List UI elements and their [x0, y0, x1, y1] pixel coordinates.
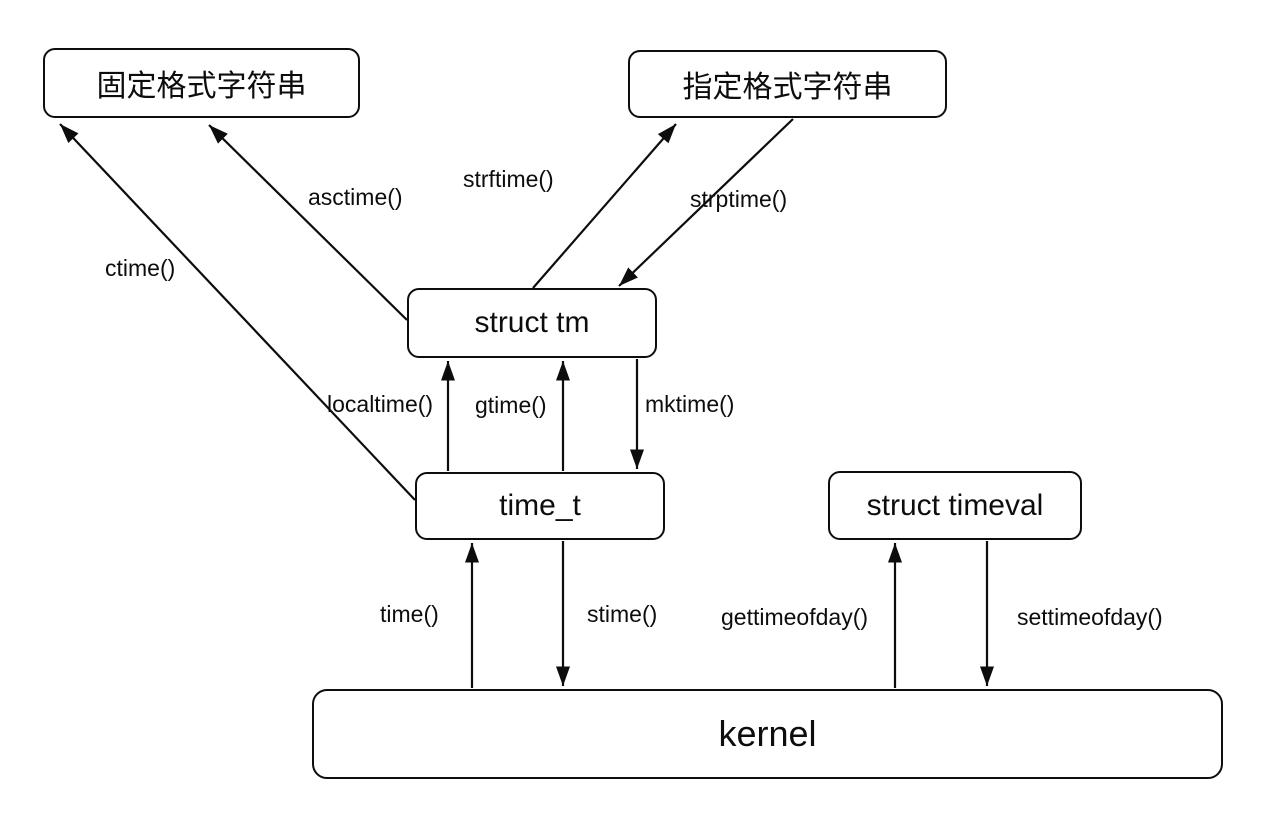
node-time-t: time_t [415, 472, 665, 540]
node-specified-format-string: 指定格式字符串 [628, 50, 947, 118]
node-fixed-format-string: 固定格式字符串 [43, 48, 360, 118]
edge-label-time: time() [380, 601, 439, 627]
arrow-strftime [532, 123, 677, 289]
node-label: 固定格式字符串 [96, 70, 307, 103]
node-label: time_t [499, 489, 581, 522]
edge-label-gtime: gtime() [475, 392, 547, 418]
node-label: struct timeval [866, 488, 1044, 522]
node-kernel: kernel [312, 689, 1223, 779]
arrow-strptime [618, 118, 794, 287]
node-label: 指定格式字符串 [682, 71, 893, 104]
edge-label-asctime: asctime() [308, 184, 403, 210]
arrow-ctime [59, 123, 416, 501]
edge-label-gettimeofday: gettimeofday() [721, 604, 869, 630]
edge-label-strptime: strptime() [690, 186, 788, 212]
node-label: struct tm [474, 306, 590, 339]
edge-label-settimeofday: settimeofday() [1017, 604, 1163, 630]
node-struct-timeval: struct timeval [828, 471, 1082, 540]
node-struct-tm: struct tm [407, 288, 657, 358]
node-label: kernel [718, 713, 817, 754]
edge-label-stime: stime() [587, 601, 658, 627]
edge-label-strftime: strftime() [463, 166, 554, 192]
edge-label-mktime: mktime() [645, 391, 735, 417]
edge-label-localtime: localtime() [327, 391, 434, 417]
arrow-asctime [208, 124, 408, 321]
edge-label-ctime: ctime() [105, 255, 176, 281]
